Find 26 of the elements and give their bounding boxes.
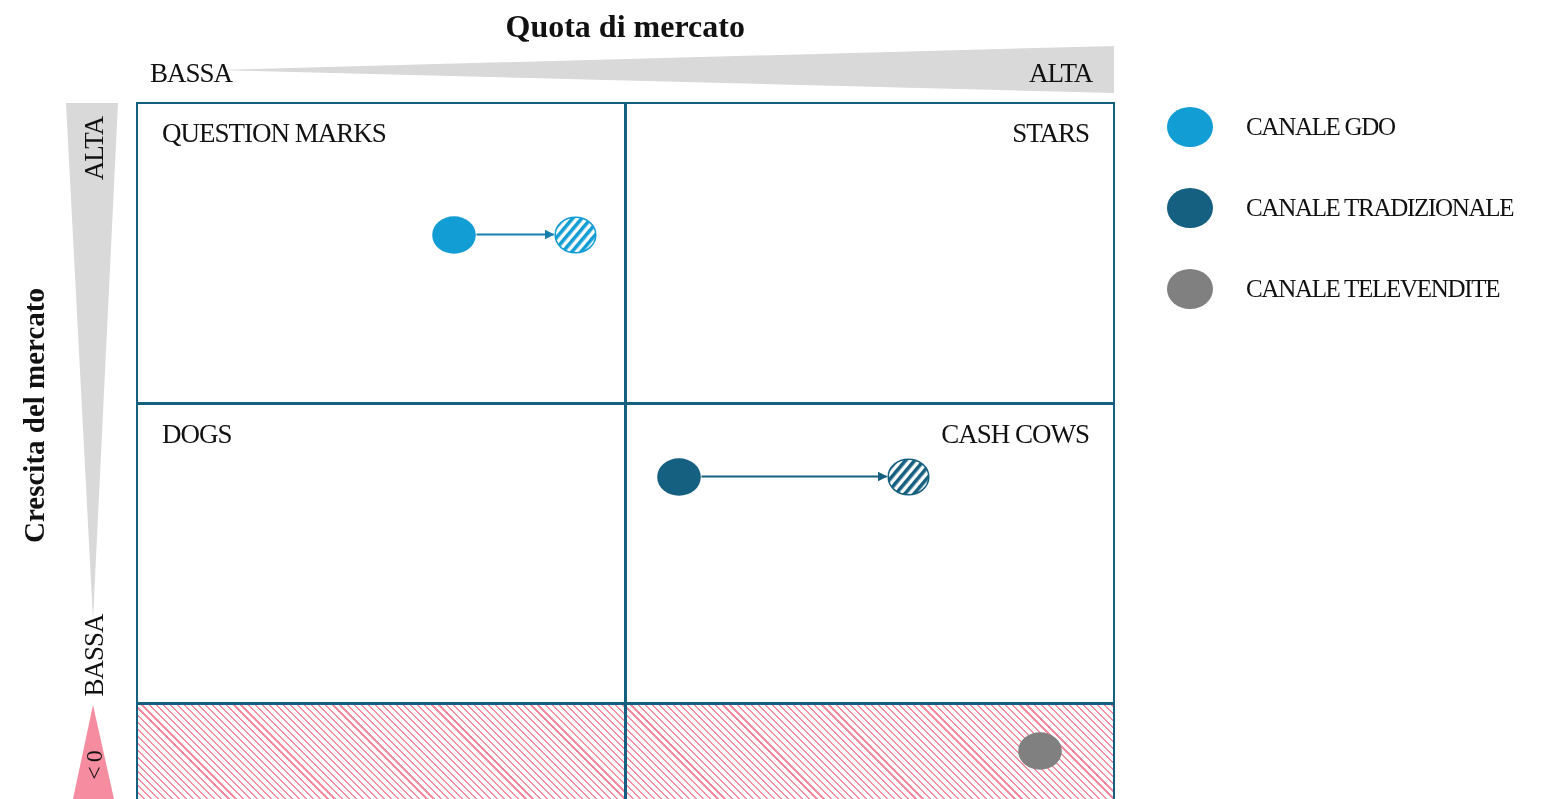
- axis-end-label: < 0: [80, 750, 108, 780]
- legend-label: CANALE GDO: [1246, 113, 1395, 141]
- axis-end-label: BASSA: [150, 58, 233, 89]
- axis-title: Crescita del mercato: [17, 287, 51, 543]
- hatched-dot: [886, 457, 930, 496]
- quadrant-title: QUESTION MARKS: [162, 118, 386, 149]
- hatched-dot: [553, 215, 597, 254]
- hatched-band: [136, 703, 626, 799]
- dot: [655, 456, 702, 497]
- arrow: [701, 471, 888, 482]
- dot: [1016, 730, 1063, 771]
- hatched-band: [625, 703, 1115, 799]
- legend-label: CANALE TELEVENDITE: [1246, 275, 1500, 303]
- arrow: [476, 229, 555, 240]
- quadrant-box: [136, 102, 626, 404]
- quadrant-title: DOGS: [162, 419, 232, 450]
- quadrant-box: [625, 403, 1115, 704]
- axis-end-label: ALTA: [1029, 58, 1093, 89]
- quadrant-box: [625, 102, 1115, 404]
- axis-end-label: BASSA: [78, 614, 110, 696]
- quadrant-title: CASH COWS: [941, 419, 1089, 450]
- axis-title: Quota di mercato: [505, 8, 745, 45]
- legend-label: CANALE TRADIZIONALE: [1246, 194, 1514, 222]
- axis-end-label: ALTA: [78, 116, 110, 180]
- dot: [430, 214, 477, 255]
- quadrant-title: STARS: [1012, 118, 1089, 149]
